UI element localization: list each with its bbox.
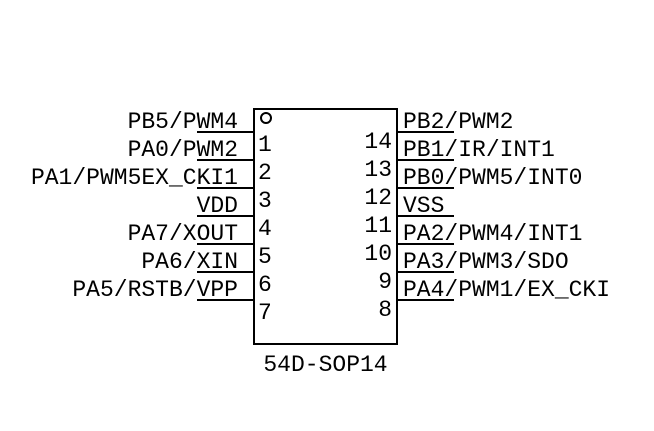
pin-number: 11: [364, 213, 392, 239]
package-name: 54D-SOP14: [263, 352, 388, 378]
pin-number: 4: [258, 216, 272, 242]
pin-label: PB1/IR/INT1: [403, 137, 555, 163]
pin-label: PA6/XIN: [141, 249, 238, 275]
pin-label: VDD: [196, 193, 238, 219]
pin-label: PA4/PWM1/EX_CKI: [403, 277, 611, 303]
pin-number: 9: [378, 269, 392, 295]
pin-label: PA0/PWM2: [127, 137, 238, 163]
pin-lead-line: [398, 131, 454, 133]
pin-number: 3: [258, 188, 272, 214]
pin-lead-line: [398, 271, 454, 273]
pin-number: 1: [258, 132, 272, 158]
pin-number: 2: [258, 160, 272, 186]
pin-label: PA5/RSTB/VPP: [72, 277, 238, 303]
pin-lead-line: [197, 131, 253, 133]
pin-lead-line: [197, 159, 253, 161]
pin-number: 6: [258, 272, 272, 298]
pin1-indicator-icon: [260, 112, 272, 124]
pin-lead-line: [398, 299, 454, 301]
pin-label: PA7/XOUT: [127, 221, 238, 247]
pin-number: 12: [364, 185, 392, 211]
pin-lead-line: [197, 271, 253, 273]
pin-label: PB2/PWM2: [403, 109, 514, 135]
pin-number: 7: [258, 300, 272, 326]
pin-label: PB5/PWM4: [127, 109, 238, 135]
pin-number: 14: [364, 129, 392, 155]
pin-lead-line: [197, 299, 253, 301]
pin-lead-line: [197, 215, 253, 217]
pin-label: PA1/PWM5EX_CKI1: [30, 165, 238, 191]
pin-lead-line: [197, 243, 253, 245]
pin-lead-line: [398, 215, 454, 217]
pin-lead-line: [197, 187, 253, 189]
pin-lead-line: [398, 243, 454, 245]
pin-number: 5: [258, 244, 272, 270]
pin-label: VSS: [403, 193, 445, 219]
pin-lead-line: [398, 159, 454, 161]
pin-label: PB0/PWM5/INT0: [403, 165, 583, 191]
pin-number: 8: [378, 297, 392, 323]
pin-lead-line: [398, 187, 454, 189]
pin-label: PA2/PWM4/INT1: [403, 221, 583, 247]
pin-number: 13: [364, 157, 392, 183]
chip-body: [253, 108, 398, 345]
pin-label: PA3/PWM3/SDO: [403, 249, 569, 275]
pin-number: 10: [364, 241, 392, 267]
